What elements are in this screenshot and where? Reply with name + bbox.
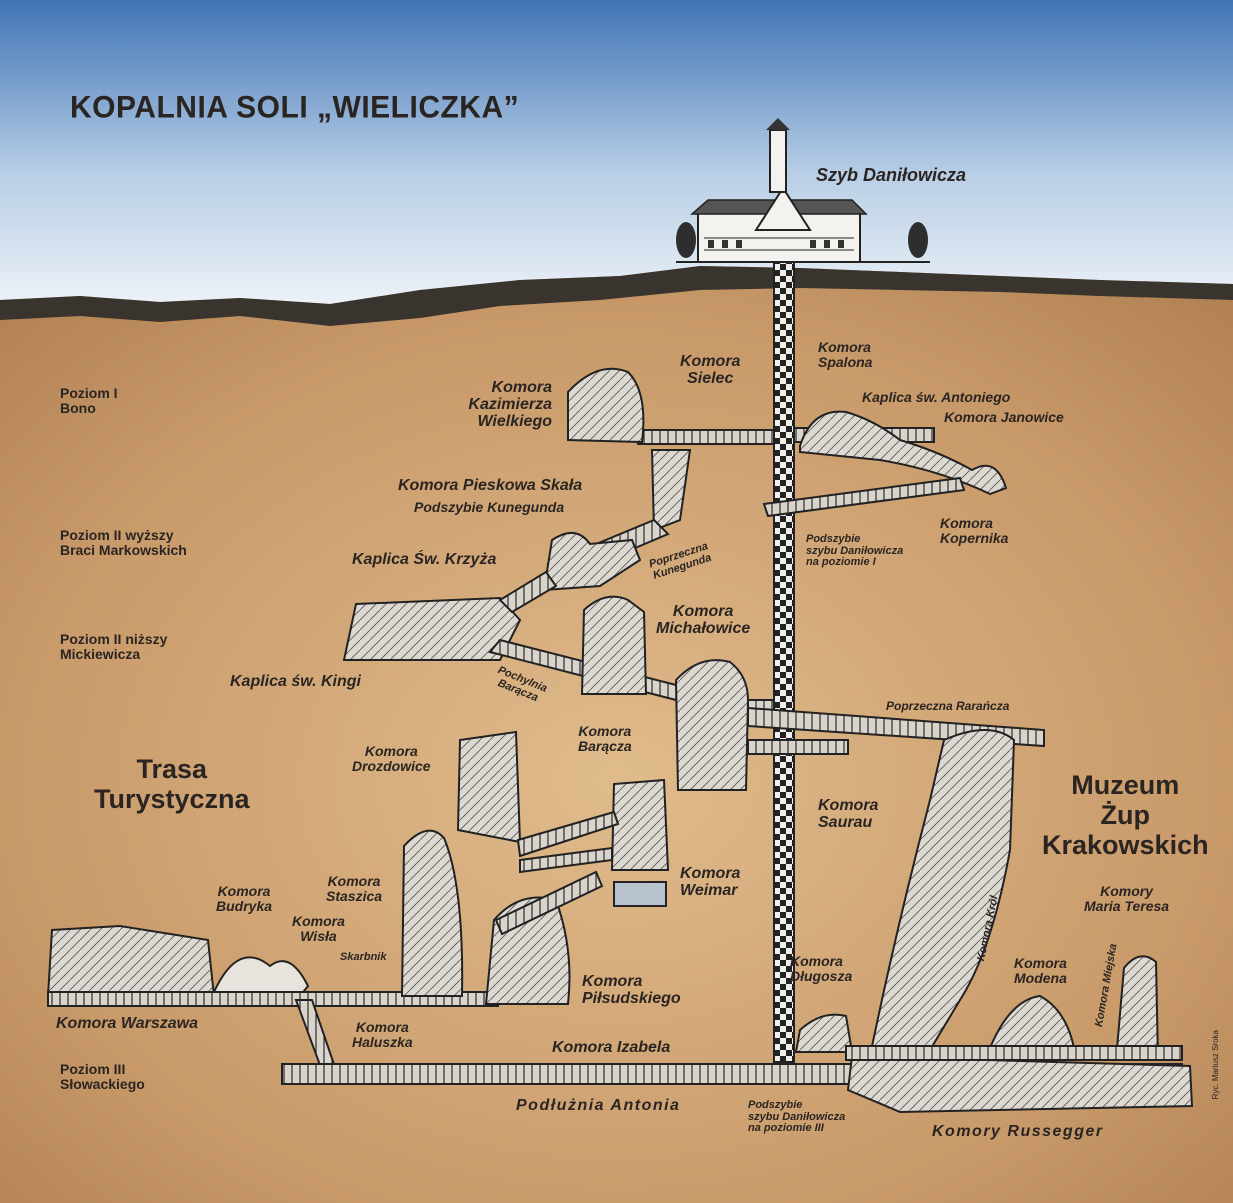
label-warszawa: Komora Warszawa: [56, 1015, 198, 1032]
label-budryk: Komora Budryka: [216, 883, 273, 914]
label-kopernik: Komora Kopernika: [940, 515, 1009, 546]
map-title: KOPALNIA SOLI „WIELICZKA”: [70, 90, 520, 125]
level-1-label: Poziom I Bono: [60, 385, 118, 416]
label-podszybie-1: Podszybie szybu Daniłowicza na poziomie …: [806, 533, 904, 569]
level-2-lower-label: Poziom II niższy Mickiewicza: [60, 631, 168, 662]
label-skarbnik: Skarbnik: [340, 951, 387, 963]
shaft-building: [676, 118, 930, 263]
sky: [0, 0, 1233, 320]
label-drozdowice: Komora Drozdowice: [352, 743, 431, 774]
label-spalona: Komora Spalona: [818, 339, 873, 370]
label-pieskowa: Komora Pieskowa Skała: [398, 477, 583, 494]
label-janowice: Komora Janowice: [944, 409, 1064, 425]
tourist-route-label: Trasa Turystyczna: [94, 754, 250, 815]
label-izabela: Komora Izabela: [552, 1039, 671, 1056]
level-2-upper-galleries: [342, 449, 692, 661]
level-2-upper-label: Poziom II wyższy Braci Markowskich: [60, 527, 187, 558]
topsoil: [0, 266, 1233, 326]
label-antonia: Podłużnia Antonia: [516, 1097, 681, 1114]
illustrator-credit: Ryc. Mariusz Sroka: [1211, 1030, 1220, 1100]
label-michalowice: Komora Michałowice: [656, 603, 751, 637]
label-pilsudski: Komora Piłsudskiego: [582, 973, 681, 1007]
label-kinga: Kaplica św. Kingi: [230, 673, 361, 690]
label-krzyz: Kaplica Św. Krzyża: [352, 551, 497, 568]
label-szyb: Szyb Daniłowicza: [816, 165, 967, 185]
level-3-label: Poziom III Słowackiego: [60, 1061, 145, 1092]
label-russegger: Komory Russegger: [932, 1123, 1104, 1140]
saurau-chamber: [868, 729, 1016, 1058]
label-kazimierz: Komora Kazimierza Wielkiego: [468, 379, 552, 430]
label-haluszka: Komora Haluszka: [352, 1019, 413, 1050]
label-kunegunda: Podszybie Kunegunda: [414, 499, 565, 515]
label-dlugosz: Komora Długosza: [790, 953, 853, 984]
main-shaft: [773, 261, 795, 1063]
label-modena: Komora Modena: [1014, 955, 1067, 986]
label-raranicza: Poprzeczna Rarańcza: [886, 699, 1010, 713]
museum-label: Muzeum Żup Krakowskich: [1042, 770, 1209, 861]
label-weimar: Komora Weimar: [680, 865, 741, 899]
label-baracz: Komora Barącza: [578, 723, 632, 754]
level-3-galleries: [46, 829, 1194, 1114]
label-maria-teresa: Komory Maria Teresa: [1084, 883, 1170, 914]
label-staszic: Komora Staszica: [326, 873, 383, 904]
label-saurau: Komora Saurau: [818, 797, 879, 831]
label-podszybie-3: Podszybie szybu Daniłowicza na poziomie …: [748, 1099, 846, 1135]
label-wisla: Komora Wisła: [292, 913, 345, 944]
label-antoni: Kaplica św. Antoniego: [862, 389, 1011, 405]
label-sielec: Komora Sielec: [680, 353, 741, 387]
level-1-galleries: [567, 367, 1008, 518]
